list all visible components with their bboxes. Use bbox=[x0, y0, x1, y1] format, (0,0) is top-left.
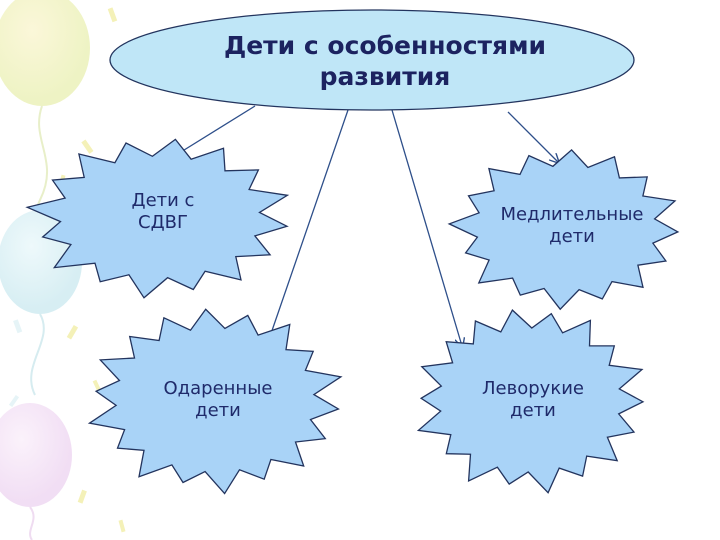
balloon-decoration bbox=[0, 403, 72, 507]
node-label-adhd: Дети с СДВГ bbox=[131, 190, 195, 233]
star-shape-adhd bbox=[25, 138, 290, 299]
star-shape-slow bbox=[447, 148, 680, 311]
balloon-string bbox=[29, 506, 35, 540]
arrow-to-lefthanded bbox=[391, 109, 462, 346]
arrow-to-slow bbox=[507, 111, 558, 162]
balloon-string bbox=[30, 313, 45, 396]
arrow-to-gifted bbox=[266, 109, 349, 348]
central-topic-title: Дети с особенностями развития bbox=[223, 31, 547, 92]
node-label-gifted: Одаренные дети bbox=[163, 378, 273, 421]
node-label-slow: Медлительные дети bbox=[500, 204, 644, 247]
balloon-decoration bbox=[0, 0, 90, 106]
star-shape-lefthanded bbox=[416, 309, 645, 494]
star-shape-gifted bbox=[87, 308, 343, 495]
central-topic-ellipse bbox=[109, 9, 635, 111]
node-label-lefthanded: Леворукие дети bbox=[482, 378, 584, 421]
